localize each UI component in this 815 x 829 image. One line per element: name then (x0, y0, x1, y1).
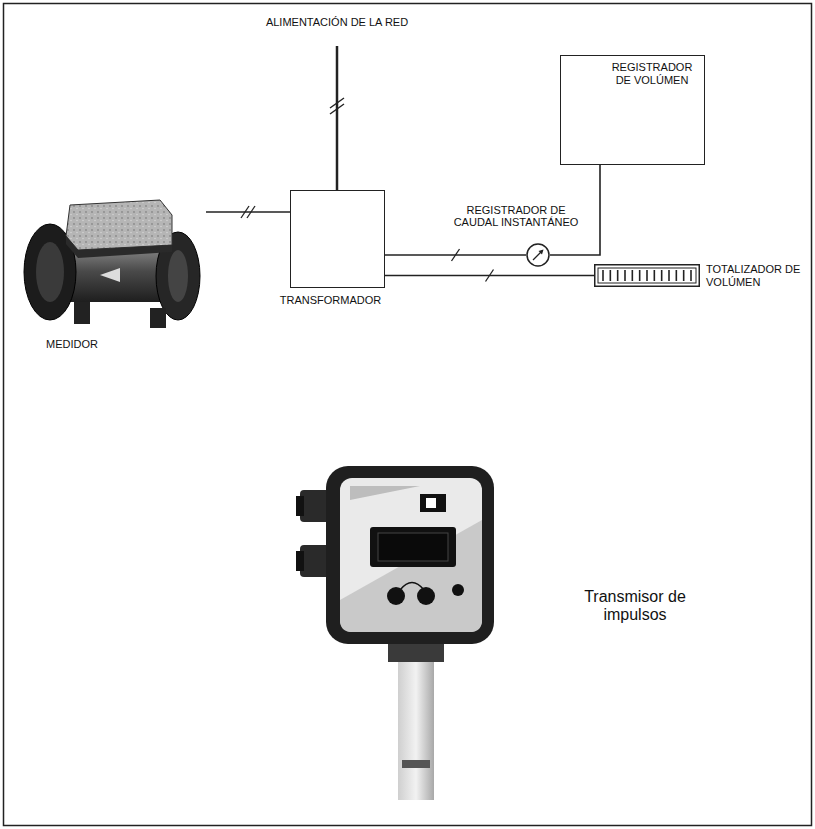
node-label: TOTALIZADOR DE VOLÚMEN (706, 263, 806, 288)
gauge-symbol (526, 243, 550, 267)
wire-count-mark (486, 270, 494, 282)
volume-recorder-box: REGISTRADOR DE VOLÚMEN (560, 55, 705, 165)
signal-wire (206, 211, 290, 213)
flow-meter: MEDIDOR (20, 196, 206, 332)
node-label: REGISTRADOR DE CAUDAL INSTANTÁNEO (451, 204, 581, 229)
power-supply-label: ALIMENTACIÓN DE LA RED (262, 16, 412, 29)
node-label: MEDIDOR (46, 338, 146, 351)
pulse-transmitter-drawing (296, 466, 494, 800)
wire-count-mark (247, 206, 255, 218)
frame (4, 4, 812, 826)
volume-totalizer: TOTALIZADOR DE VOLÚMEN (594, 264, 700, 287)
node-label: TRANSFORMADOR (266, 294, 396, 307)
power-line (330, 46, 344, 190)
wire-count-mark (452, 249, 460, 261)
counter-symbol (594, 264, 700, 287)
flow-rate-gauge: REGISTRADOR DE CAUDAL INSTANTÁNEO (526, 243, 550, 267)
node-label: REGISTRADOR DE VOLÚMEN (604, 61, 700, 86)
transmitter-label: Transmisor de impulsos (560, 588, 710, 625)
flow-meter-drawing (24, 200, 200, 328)
transformer-box: TRANSFORMADOR (290, 190, 385, 288)
